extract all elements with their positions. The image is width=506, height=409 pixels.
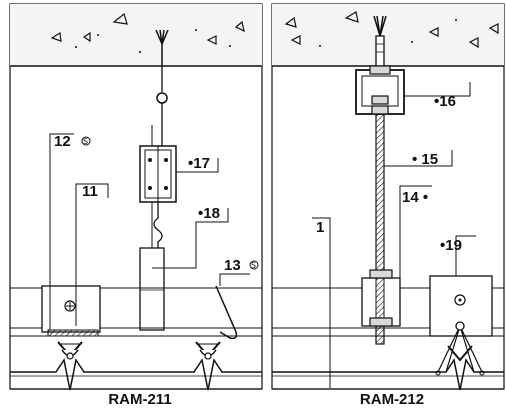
callout-18: •18 xyxy=(198,205,220,222)
concrete-slab xyxy=(10,4,262,67)
callout-15: • 15 xyxy=(412,151,438,168)
ceiling-profile xyxy=(272,358,504,391)
callout-16: •16 xyxy=(434,93,456,110)
leader-15 xyxy=(384,150,453,167)
spring-clip xyxy=(215,285,238,340)
profile-clamp-right xyxy=(195,341,221,360)
caption-ram-212: RAM-212 xyxy=(360,391,424,408)
threaded-rod xyxy=(375,113,385,345)
callout-13: 13 xyxy=(224,257,241,274)
leader-13 xyxy=(219,273,250,286)
callout-11: 11 xyxy=(82,183,98,200)
callout-17: •17 xyxy=(188,155,210,172)
symbol-12: S xyxy=(83,137,88,146)
leader-19 xyxy=(455,235,476,276)
callout-1: 1 xyxy=(316,219,324,236)
wire-clip xyxy=(139,145,177,203)
leader-14 xyxy=(399,185,432,296)
ceiling-profile xyxy=(10,358,262,391)
callout-19: •19 xyxy=(440,237,462,254)
leader-16 xyxy=(404,82,471,97)
profile-clamp-left xyxy=(57,341,83,360)
leader-17 xyxy=(176,158,219,173)
leader-18 xyxy=(152,208,229,269)
box-mount xyxy=(355,65,405,115)
wire-loop xyxy=(153,202,163,248)
symbol-13: S xyxy=(251,261,256,270)
panel-ram-212: •16 • 15 14 • 1 •19 RAM-212 xyxy=(271,3,505,408)
rod-sleeve xyxy=(139,247,165,331)
leader-11 xyxy=(75,183,109,326)
panel-ram-211: 12 S 11 •17 •18 13 S RAM-211 xyxy=(9,3,263,408)
leader-12 xyxy=(49,133,74,330)
leader-1 xyxy=(312,217,331,388)
callout-12: 12 xyxy=(54,133,71,150)
caption-ram-211: RAM-211 xyxy=(108,391,171,408)
bracket-plate xyxy=(41,285,101,337)
callout-14: 14 • xyxy=(402,189,428,206)
concrete-slab xyxy=(272,4,504,67)
rod-connector xyxy=(361,269,401,327)
